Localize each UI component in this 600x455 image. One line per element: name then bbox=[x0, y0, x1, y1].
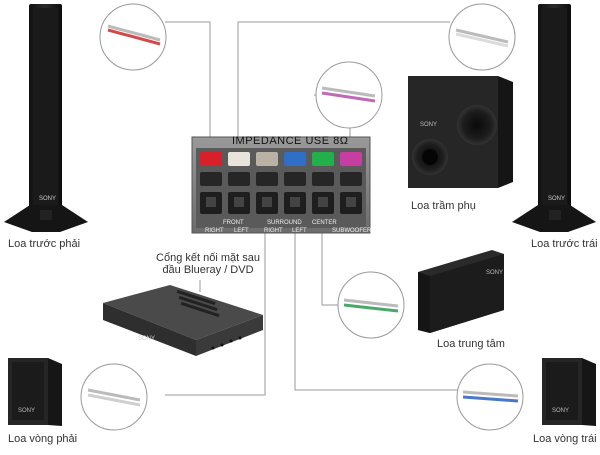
panel-label-surround: SURROUND bbox=[267, 220, 302, 226]
surround-right-speaker bbox=[8, 358, 62, 426]
brand-player: SONY bbox=[138, 336, 156, 342]
wire-circle-subwoofer bbox=[315, 61, 383, 129]
wire-surround-left-pos bbox=[462, 395, 519, 403]
wire-front-right-pos bbox=[107, 28, 161, 46]
terminal-4 bbox=[284, 152, 306, 214]
panel-label-right-surround: RIGHT bbox=[264, 228, 283, 234]
bluray-player bbox=[103, 285, 263, 356]
front-right-speaker bbox=[4, 4, 88, 232]
label-center: Loa trung tâm bbox=[437, 338, 505, 350]
wire-subwoofer-pos bbox=[321, 91, 376, 103]
label-player-line1: Cổng kết nối mặt sau bbox=[156, 252, 260, 264]
panel-label-right-front: RIGHT bbox=[205, 228, 224, 234]
panel-label-subwoofer: SUBWOOFER bbox=[332, 228, 372, 234]
wire-circle-center bbox=[337, 271, 405, 339]
wire-surround-right-pos bbox=[87, 393, 141, 407]
panel-label-left-surround: LEFT bbox=[292, 228, 307, 234]
terminal-5 bbox=[312, 152, 334, 214]
wire-front-right-neg bbox=[107, 24, 161, 42]
panel-label-front: FRONT bbox=[223, 220, 244, 226]
brand-surround-left: SONY bbox=[552, 408, 570, 414]
line-front-left bbox=[237, 21, 450, 137]
line-front-right bbox=[165, 21, 211, 137]
label-player: Cổng kết nối mặt sau đầu Blueray / DVD bbox=[148, 252, 268, 276]
brand-front-right: SONY bbox=[39, 196, 57, 202]
terminal-2 bbox=[228, 152, 250, 214]
surround-left-speaker bbox=[542, 358, 596, 426]
line-center bbox=[321, 233, 340, 306]
wire-center-pos bbox=[343, 303, 399, 313]
wire-circle-surround-right bbox=[80, 363, 148, 431]
terminal-1 bbox=[200, 152, 222, 214]
label-surround-left: Loa vòng trái bbox=[533, 433, 597, 445]
terminal-6 bbox=[340, 152, 362, 214]
panel-label-center: CENTER bbox=[312, 220, 337, 226]
brand-center: SONY bbox=[486, 270, 504, 276]
terminal-panel bbox=[191, 136, 371, 234]
terminal-3 bbox=[256, 152, 278, 214]
center-speaker bbox=[418, 250, 504, 333]
brand-surround-right: SONY bbox=[18, 408, 36, 414]
label-front-right: Loa trước phải bbox=[8, 238, 81, 250]
label-player-line2: đầu Blueray / DVD bbox=[162, 264, 254, 276]
line-surround-left bbox=[294, 233, 460, 391]
panel-label-left-front: LEFT bbox=[234, 228, 249, 234]
brand-subwoofer: SONY bbox=[420, 122, 438, 128]
label-subwoofer: Loa trầm phụ bbox=[411, 200, 476, 212]
wire-circle-front-left bbox=[448, 3, 516, 71]
wire-circle-surround-left bbox=[456, 363, 524, 431]
wire-circle-front-right bbox=[99, 3, 167, 71]
wire-front-left-pos bbox=[455, 32, 509, 48]
front-left-speaker bbox=[512, 4, 596, 232]
line-surround-right bbox=[165, 233, 266, 396]
brand-front-left: SONY bbox=[548, 196, 566, 202]
label-front-left: Loa trước trái bbox=[531, 238, 598, 250]
subwoofer-speaker bbox=[408, 76, 513, 188]
label-surround-right: Loa vòng phải bbox=[8, 433, 78, 445]
impedance-label: IMPEDANCE USE 8Ω bbox=[232, 135, 349, 147]
